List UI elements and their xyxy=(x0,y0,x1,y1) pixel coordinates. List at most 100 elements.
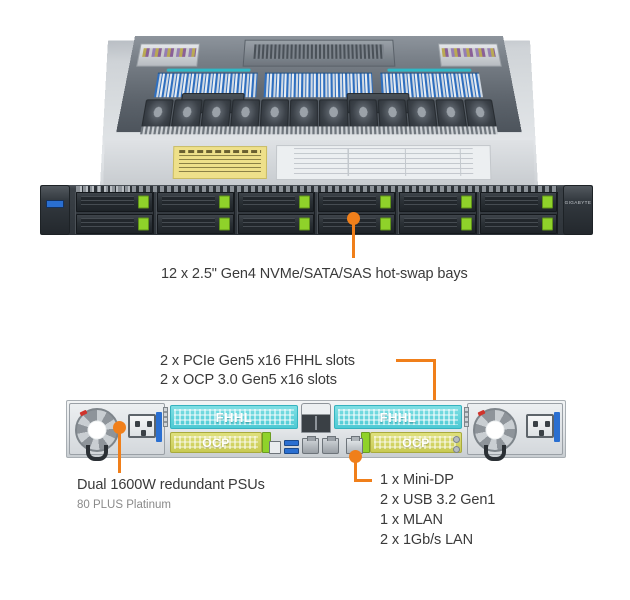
fan-module xyxy=(319,99,349,131)
fan-module xyxy=(406,99,438,131)
drive-grill xyxy=(323,196,377,208)
callout-psu-title: Dual 1600W redundant PSUs xyxy=(77,477,265,493)
cpu-air-shroud xyxy=(242,39,395,67)
drive-bay-column xyxy=(75,192,154,234)
usb-32-gen1-port-icon[interactable] xyxy=(284,440,299,446)
chassis-label-plate xyxy=(103,140,535,186)
callout-rear-io-line-1: 1 x Mini-DP xyxy=(380,472,454,488)
drive-status-led-icon xyxy=(218,217,230,231)
drive-bay[interactable] xyxy=(318,192,396,212)
power-cord-clip xyxy=(156,412,162,442)
rear-io-cluster xyxy=(269,432,363,454)
psu-fan-icon xyxy=(473,408,517,452)
ocp-slot-left[interactable]: OCP xyxy=(170,432,262,453)
usb-32-gen1-port-icon[interactable] xyxy=(284,448,299,454)
front-status-led-strip xyxy=(80,186,132,192)
slot-label-ocp-left: OCP xyxy=(202,435,230,450)
caution-label xyxy=(172,146,268,179)
lan-port-icon[interactable] xyxy=(302,436,319,454)
drive-bay[interactable] xyxy=(237,192,315,212)
usb-port-icon[interactable] xyxy=(46,200,64,208)
drive-bay[interactable] xyxy=(480,214,557,234)
reset-button-icon[interactable] xyxy=(453,446,460,453)
front-ear-left xyxy=(40,185,70,235)
power-cord-clip xyxy=(554,412,560,442)
drive-status-led-icon xyxy=(299,217,311,231)
drive-grill xyxy=(485,196,538,208)
service-diagram-label xyxy=(275,144,492,180)
drive-bay[interactable] xyxy=(237,214,315,234)
fan-module xyxy=(140,99,175,131)
drive-status-led-icon xyxy=(541,195,553,209)
ac-power-inlet-icon[interactable] xyxy=(526,414,554,438)
drive-bay-column xyxy=(155,192,235,234)
drive-grill xyxy=(485,218,538,230)
fan-module xyxy=(170,99,203,131)
drive-grill xyxy=(81,218,134,230)
callout-rear-io-line-3: 1 x MLAN xyxy=(380,512,443,528)
rear-center-section: FHHL FHHL OCP OCP xyxy=(163,402,469,456)
drive-bay[interactable] xyxy=(480,192,557,212)
drive-grill xyxy=(404,196,458,208)
drive-grill xyxy=(81,196,134,208)
mini-dp-port-icon[interactable] xyxy=(269,441,281,454)
fan-module xyxy=(348,99,378,131)
rear-riser-handle[interactable] xyxy=(301,403,331,433)
drive-bay-column xyxy=(236,192,316,234)
drive-status-led-icon xyxy=(461,217,473,231)
pcie-slot-fhhl-right[interactable]: FHHL xyxy=(334,405,462,429)
label-plate-surface xyxy=(103,140,535,186)
fan-module xyxy=(259,99,290,131)
psu-handle[interactable] xyxy=(484,445,506,461)
callout-ocp-line2: 2 x OCP 3.0 Gen5 x16 slots xyxy=(160,372,337,388)
callout-pcie-line1: 2 x PCIe Gen5 x16 FHHL slots xyxy=(160,353,355,369)
drive-bay-grid xyxy=(74,185,559,235)
drive-bay[interactable] xyxy=(156,192,234,212)
callout-psu-subtitle: 80 PLUS Platinum xyxy=(77,499,171,511)
drive-bay[interactable] xyxy=(76,214,153,234)
drive-bay[interactable] xyxy=(399,214,477,234)
slot-label-fhhl-right: FHHL xyxy=(379,409,417,425)
drive-grill xyxy=(161,196,215,208)
drive-grill xyxy=(242,218,296,230)
drive-bay-column xyxy=(479,192,558,234)
callout-line-rear-io-horizontal xyxy=(354,479,372,482)
riser-cage-left xyxy=(136,43,201,67)
motherboard-area xyxy=(116,36,522,135)
cable-harness-right xyxy=(387,68,472,72)
ac-power-inlet-icon[interactable] xyxy=(128,414,156,438)
callout-front-bays-label: 12 x 2.5" Gen4 NVMe/SATA/SAS hot-swap ba… xyxy=(161,266,468,282)
server-rear-panel: FHHL FHHL OCP OCP xyxy=(66,400,566,461)
psu-fan-icon xyxy=(75,408,119,452)
cable-harness-left xyxy=(166,68,251,72)
pcie-slot-fhhl-left[interactable]: FHHL xyxy=(170,405,298,429)
lan-port-icon[interactable] xyxy=(322,436,339,454)
fan-module xyxy=(435,99,468,131)
server-front-panel: GIGABYTE xyxy=(40,185,593,235)
ocp-slot-right[interactable]: OCP xyxy=(370,432,462,453)
drive-bay-column xyxy=(398,192,478,234)
fan-module xyxy=(200,99,232,131)
drive-bay[interactable] xyxy=(399,192,477,212)
callout-line-expansion-horizontal xyxy=(396,359,436,362)
drive-status-led-icon xyxy=(137,195,149,209)
chassis-vent-strip xyxy=(140,126,498,135)
fan-module xyxy=(289,99,319,131)
drive-status-led-icon xyxy=(380,195,392,209)
drive-status-led-icon xyxy=(380,217,392,231)
drive-status-led-icon xyxy=(299,195,311,209)
callout-line-psu xyxy=(118,427,121,473)
psu-handle[interactable] xyxy=(86,445,108,461)
callout-rear-io-line-2: 2 x USB 3.2 Gen1 xyxy=(380,492,496,508)
id-button-icon[interactable] xyxy=(453,436,460,443)
psu-module-right[interactable] xyxy=(467,403,563,461)
callout-line-expansion-vertical xyxy=(433,359,436,411)
callout-line-rear-io-vertical xyxy=(354,456,357,482)
rear-led-indicator-right xyxy=(464,407,469,427)
drive-grill xyxy=(161,218,215,230)
drive-bay[interactable] xyxy=(76,192,153,212)
drive-bay[interactable] xyxy=(156,214,234,234)
callout-line-front-bays xyxy=(352,218,355,258)
callout-rear-io-line-4: 2 x 1Gb/s LAN xyxy=(380,532,473,548)
